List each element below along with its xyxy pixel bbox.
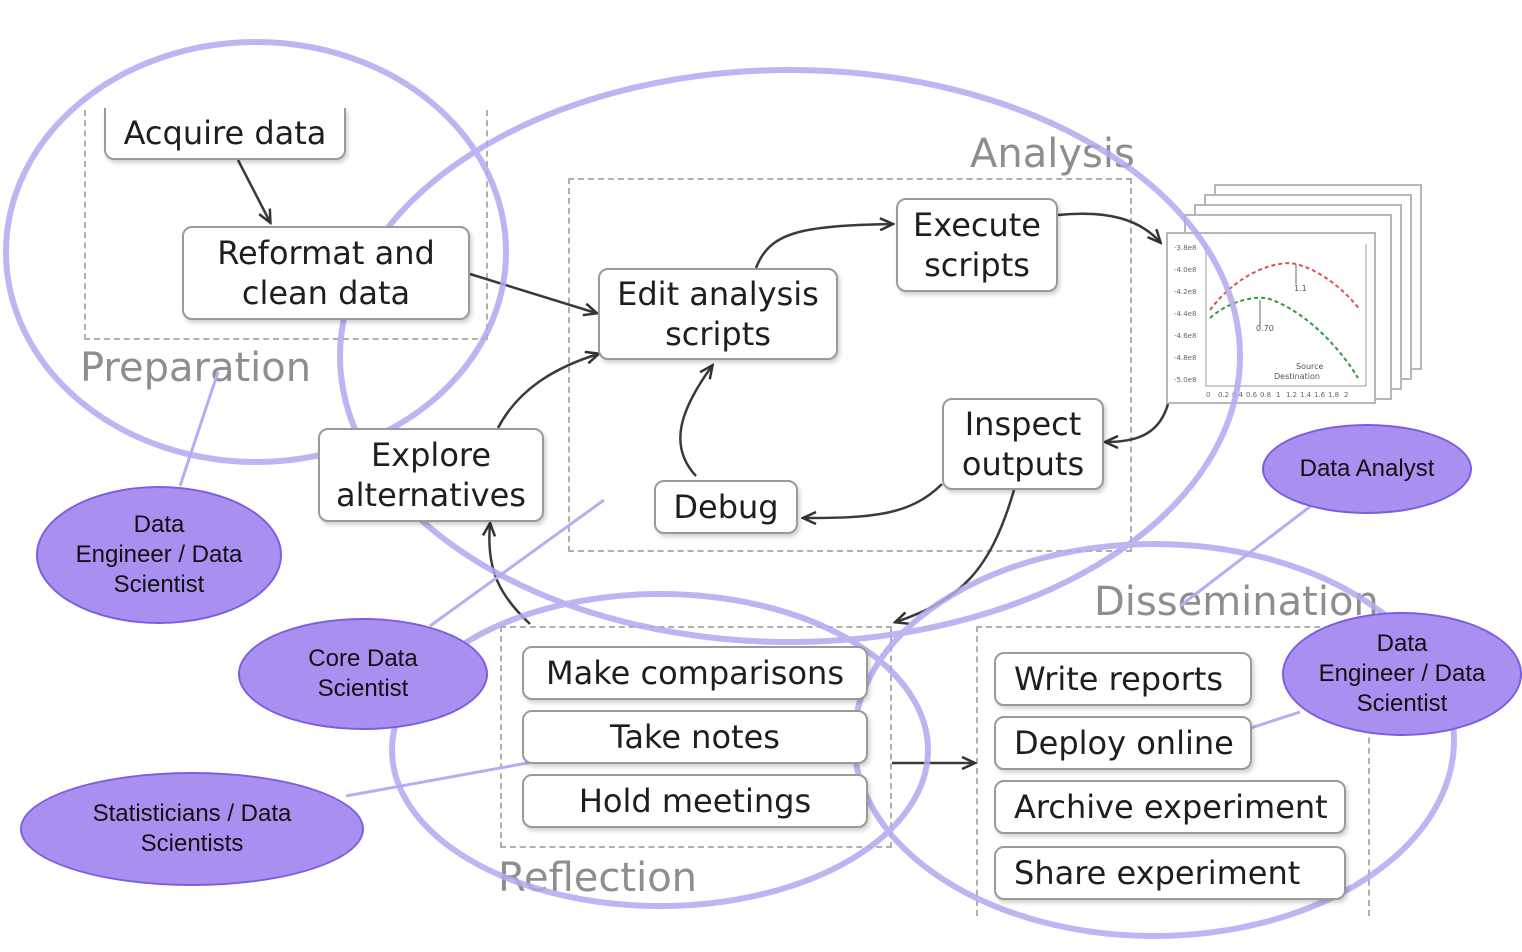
marker-line	[1259, 264, 1297, 330]
deploy-online-item: Deploy online	[994, 716, 1252, 770]
take-notes-item: Take notes	[522, 710, 868, 764]
dissemination-label: Dissemination	[1094, 579, 1379, 625]
marker-label: 1.1	[1294, 284, 1307, 293]
role-data-engineer-data-scientist-right: Data Engineer / Data Scientist	[1282, 612, 1522, 736]
reflection-ring	[389, 591, 931, 909]
x-tick-label: 1.4	[1300, 391, 1312, 399]
y-tick-label: -4.2e8	[1174, 288, 1197, 296]
write-reports-item: Write reports	[994, 652, 1252, 706]
x-tick-label: 1	[1276, 391, 1281, 399]
y-tick-label: -3.8e8	[1174, 244, 1197, 252]
arrow-acquire-to-reformat	[236, 159, 270, 222]
role-core-data-scientist: Core Data Scientist	[238, 618, 488, 730]
output-plot: -3.8e8 -4.0e8 -4.2e8 -4.4e8 -4.6e8 -4.8e…	[1166, 232, 1376, 404]
y-tick-label: -4.0e8	[1174, 266, 1197, 274]
x-tick-label: 0	[1206, 391, 1211, 399]
x-tick-label: 0.8	[1260, 391, 1272, 399]
legend-destination: Destination	[1274, 372, 1320, 381]
explore-alternatives-step: Explore alternatives	[318, 428, 544, 522]
x-tick-label: 0.6	[1246, 391, 1258, 399]
y-tick-label: -5.0e8	[1174, 376, 1197, 384]
arrow-reformat-to-edit	[469, 272, 596, 313]
marker-label: 0.70	[1256, 324, 1274, 333]
connector-data-engineer-left	[178, 371, 220, 487]
plot-axis-frame	[1205, 244, 1366, 387]
arrow-plot-to-inspect	[1106, 403, 1170, 442]
preparation-region	[84, 110, 488, 340]
x-tick-label: 0.2	[1218, 391, 1230, 399]
x-tick-label: 2	[1344, 391, 1349, 399]
x-tick-label: 1.2	[1286, 391, 1298, 399]
execute-scripts-step: Execute scripts	[896, 198, 1058, 292]
reflection-label: Reflection	[498, 855, 698, 901]
acquire-data-step: Acquire data	[104, 108, 346, 160]
arrow-explore-to-edit	[496, 354, 598, 429]
x-tick-label: 1.6	[1314, 391, 1326, 399]
y-tick-label: -4.4e8	[1174, 310, 1197, 318]
role-data-analyst: Data Analyst	[1262, 424, 1472, 514]
hold-meetings-item: Hold meetings	[522, 774, 868, 828]
debug-step: Debug	[654, 480, 798, 534]
preparation-label: Preparation	[80, 345, 312, 391]
preparation-ring	[3, 39, 509, 465]
reformat-clean-step: Reformat and clean data	[182, 226, 470, 320]
dissemination-region	[976, 626, 1370, 916]
make-comparisons-item: Make comparisons	[522, 646, 868, 700]
reflection-region	[500, 626, 892, 848]
archive-experiment-item: Archive experiment	[994, 780, 1346, 834]
y-tick-label: -4.8e8	[1174, 354, 1197, 362]
role-statisticians-data-scientists: Statisticians / Data Scientists	[20, 772, 364, 886]
analysis-ring	[337, 67, 1243, 645]
x-tick-label: 1.8	[1328, 391, 1340, 399]
edit-scripts-step: Edit analysis scripts	[598, 268, 838, 360]
share-experiment-item: Share experiment	[994, 846, 1346, 900]
series-destination-line	[1209, 296, 1359, 379]
y-tick-label: -4.6e8	[1174, 332, 1197, 340]
arrow-debug-to-edit	[679, 366, 712, 477]
arrow-inspect-to-debug	[804, 483, 943, 518]
plot-axes	[1205, 244, 1367, 387]
series-source-line	[1209, 262, 1361, 311]
arrow-inspect-to-reflection	[896, 489, 1016, 622]
arrow-edit-to-execute	[754, 224, 892, 269]
inspect-outputs-step: Inspect outputs	[942, 398, 1104, 490]
connector-core-data-scientist	[429, 498, 605, 628]
role-data-engineer-data-scientist-left: Data Engineer / Data Scientist	[36, 486, 282, 624]
arrow-execute-to-plot	[1057, 212, 1160, 242]
legend-source: Source	[1296, 362, 1324, 371]
